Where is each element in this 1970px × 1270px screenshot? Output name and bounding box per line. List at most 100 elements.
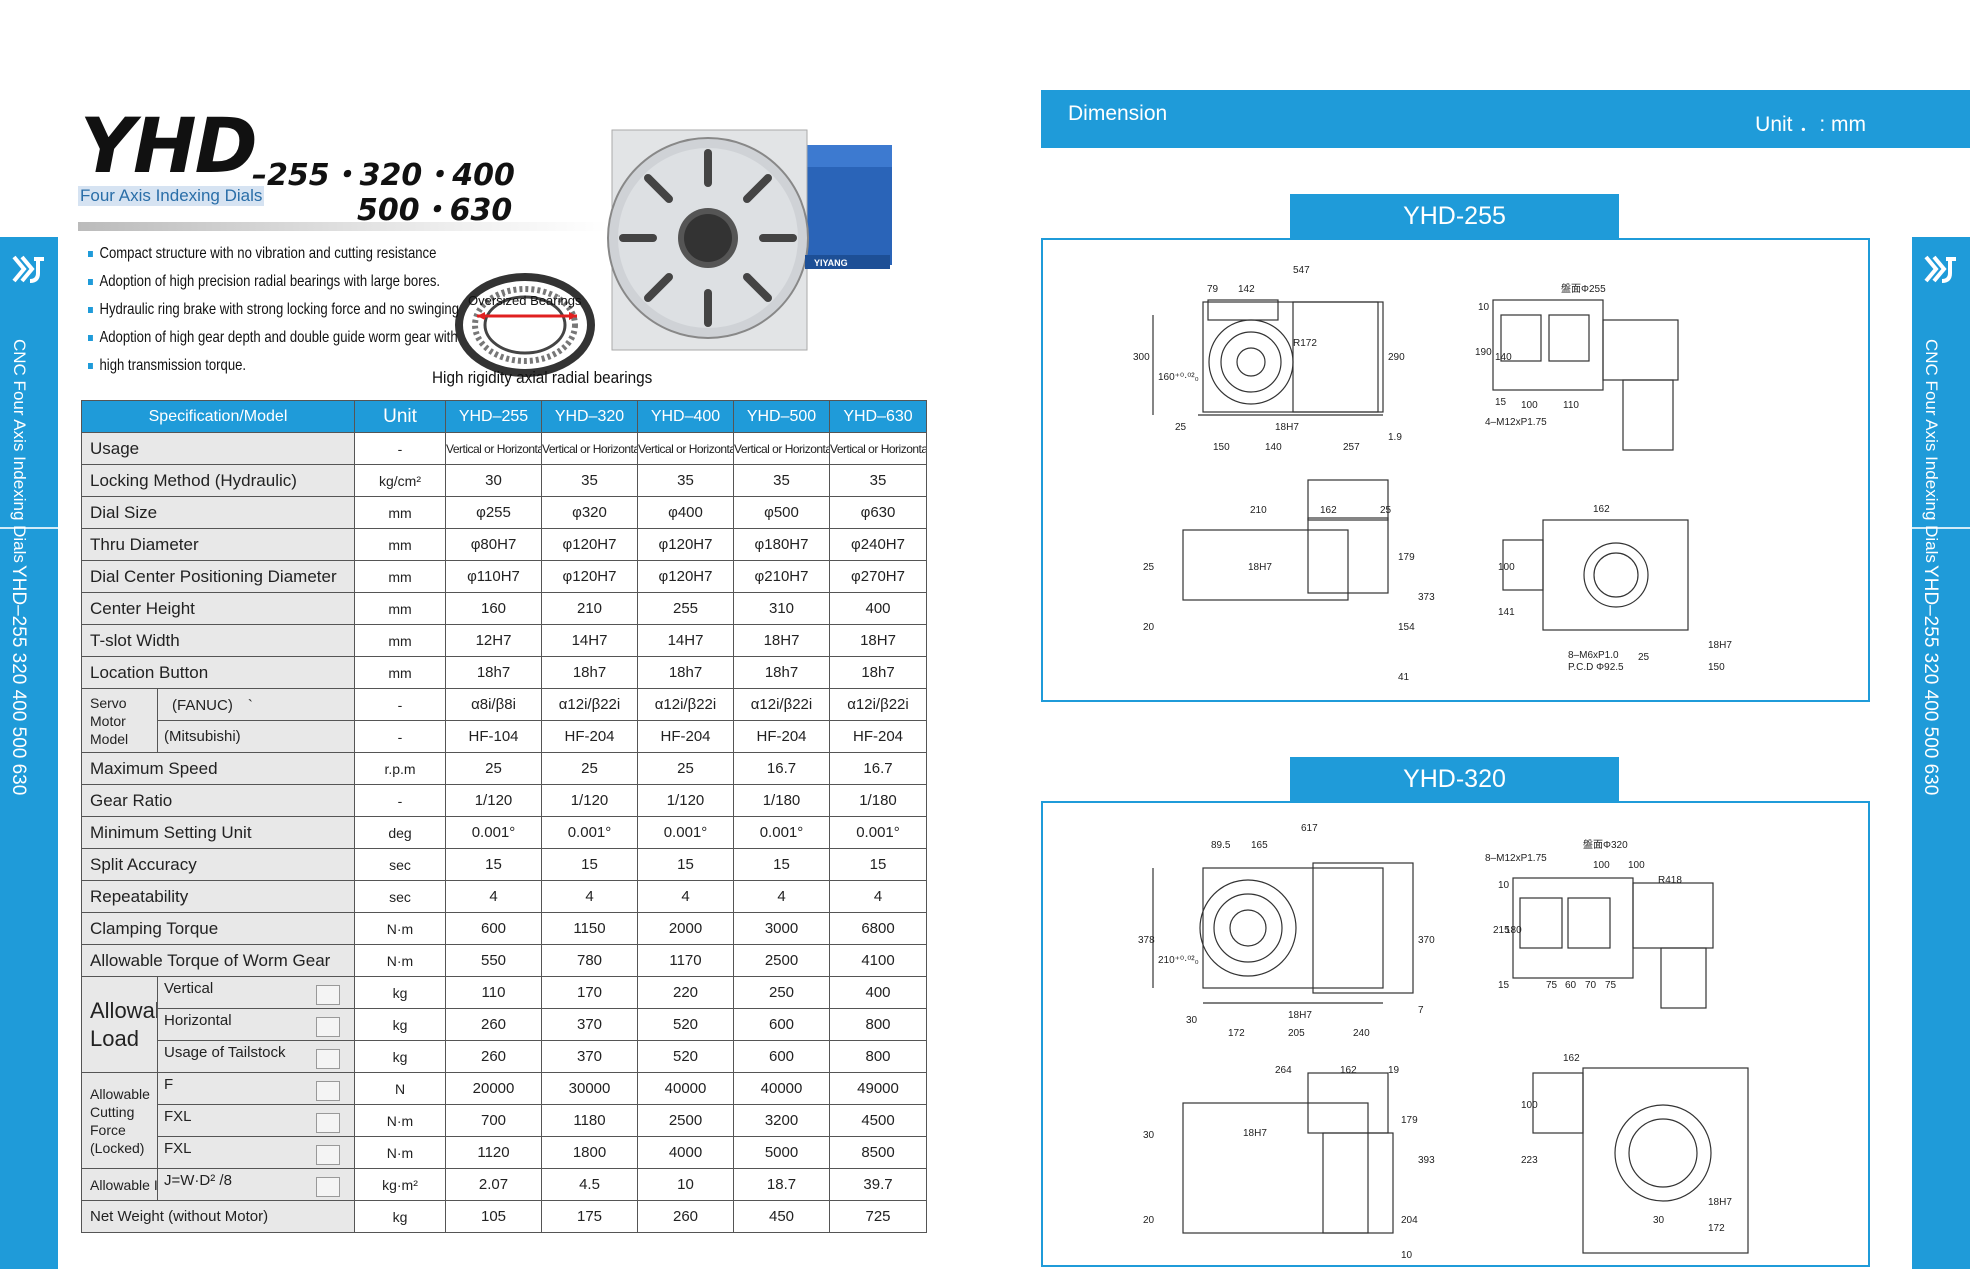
table-cell: 40000	[733, 1072, 830, 1105]
dim-label: R172	[1293, 338, 1317, 349]
table-header-row: Specification/Model Unit YHD–255 YHD–320…	[81, 400, 927, 433]
table-cell: 210	[541, 592, 638, 625]
table-cell: 14H7	[541, 624, 638, 657]
sidebar-divider	[1912, 527, 1970, 529]
header-unit: Unit	[354, 400, 446, 433]
row-label: Minimum Setting Unit	[81, 816, 355, 849]
dim-label: 162	[1320, 505, 1337, 516]
dimension-title: Dimension	[1068, 102, 1168, 125]
dim-label: 142	[1238, 284, 1255, 295]
table-cell: 3000	[733, 912, 830, 945]
dim-label: 393	[1418, 1155, 1435, 1166]
dim-label: 25	[1380, 505, 1392, 516]
table-cell: 0.001°	[829, 816, 927, 849]
header-model: YHD–500	[733, 400, 830, 433]
table-cell: 260	[445, 1040, 542, 1073]
feature-item-continued: high transmission torque.	[88, 352, 459, 380]
dim-label: 75	[1605, 980, 1617, 991]
table-cell: 15	[637, 848, 734, 881]
diagram-thumbnail	[316, 1049, 340, 1069]
dim-label: 160⁺⁰·⁰²₀	[1158, 372, 1199, 383]
sublabel-text: F	[164, 1076, 174, 1093]
dim-label: 18H7	[1708, 640, 1732, 651]
product-subtitle: Four Axis Indexing Dials	[78, 186, 265, 206]
dim-label: 20	[1143, 1215, 1155, 1226]
dim-label: 60	[1565, 980, 1577, 991]
dim-label: 180	[1505, 925, 1522, 936]
row-label: Dial Center Positioning Diameter	[81, 560, 355, 593]
diagram-thumbnail	[316, 1081, 340, 1101]
row-unit: mm	[354, 528, 446, 561]
row-label: Dial Size	[81, 496, 355, 529]
table-cell: 1/120	[445, 784, 542, 817]
bearing-label: Oversized Bearings	[468, 293, 582, 308]
dim-label: 179	[1401, 1115, 1418, 1126]
table-cell: 5000	[733, 1136, 830, 1169]
table-cell: 1/120	[541, 784, 638, 817]
feature-item: Compact structure with no vibration and …	[88, 240, 459, 268]
table-cell: φ120H7	[541, 528, 638, 561]
table-cell: 600	[733, 1008, 830, 1041]
table-cell: 725	[829, 1200, 927, 1233]
dim-label: 25	[1143, 562, 1155, 573]
group-label: Allowable Cutting Force (Locked)	[81, 1072, 158, 1169]
header-model: YHD–630	[829, 400, 927, 433]
dim-label: 15	[1495, 397, 1507, 408]
table-cell: 0.001°	[445, 816, 542, 849]
dim-label: 300	[1133, 352, 1150, 363]
table-cell: Vertical or Horizontal	[637, 432, 734, 465]
dim-label: 140	[1495, 352, 1512, 363]
row-sublabel: Horizontal	[157, 1008, 355, 1041]
row-sublabel: Usage of Tailstock	[157, 1040, 355, 1073]
drawing-yhd-255: 547 79 142 R172 300 160⁺⁰·⁰²₀ 25 150 140…	[1041, 238, 1870, 702]
table-cell: 1800	[541, 1136, 638, 1169]
table-cell: φ400	[637, 496, 734, 529]
dim-label: 110	[1563, 400, 1579, 411]
dim-label: 172	[1708, 1223, 1725, 1234]
table-cell: 4.5	[541, 1168, 638, 1201]
dim-label: P.C.D Φ92.5	[1568, 662, 1624, 673]
table-cell: 16.7	[829, 752, 927, 785]
table-cell: α12i/β22i	[637, 688, 734, 721]
table-cell: 800	[829, 1008, 927, 1041]
dim-label: 141	[1498, 607, 1515, 618]
row-unit: kg	[354, 976, 446, 1009]
dim-label: 162	[1593, 504, 1610, 515]
dim-label: 100	[1521, 1100, 1538, 1111]
dim-label: 150	[1213, 442, 1230, 453]
row-label: Center Height	[81, 592, 355, 625]
table-cell: 1/120	[637, 784, 734, 817]
row-unit: -	[354, 784, 446, 817]
table-cell: HF-204	[733, 720, 830, 753]
dim-label: 100	[1593, 860, 1610, 871]
table-cell: 0.001°	[637, 816, 734, 849]
dim-label: 8–M6xP1.0	[1568, 650, 1619, 661]
row-label: Gear Ratio	[81, 784, 355, 817]
dim-label: 18H7	[1275, 422, 1299, 433]
table-cell: 14H7	[637, 624, 734, 657]
dimension-unit: Unit ．: mm	[1755, 113, 1866, 136]
dim-label: 205	[1288, 1028, 1305, 1039]
table-cell: 8500	[829, 1136, 927, 1169]
table-row: Allowable InertiaJ=W·D² /8kg·m²2.074.510…	[81, 1168, 927, 1201]
feature-item: Adoption of high precision radial bearin…	[88, 268, 459, 296]
table-cell: α12i/β22i	[829, 688, 927, 721]
table-cell: 4100	[829, 944, 927, 977]
table-cell: 220	[637, 976, 734, 1009]
table-cell: 260	[637, 1200, 734, 1233]
dim-label: 10	[1401, 1250, 1413, 1261]
dim-label: 18H7	[1243, 1128, 1267, 1139]
dim-label: 223	[1521, 1155, 1538, 1166]
sidebar-models: YHD–255 320 400 500 630	[1920, 565, 1941, 796]
row-sublabel: J=W·D² /8	[157, 1168, 355, 1201]
table-cell: HF-204	[829, 720, 927, 753]
row-sublabel: (Mitsubishi)	[157, 720, 355, 753]
table-cell: 15	[445, 848, 542, 881]
dim-label: 100	[1628, 860, 1645, 871]
spec-table: Specification/Model Unit YHD–255 YHD–320…	[81, 400, 927, 1233]
